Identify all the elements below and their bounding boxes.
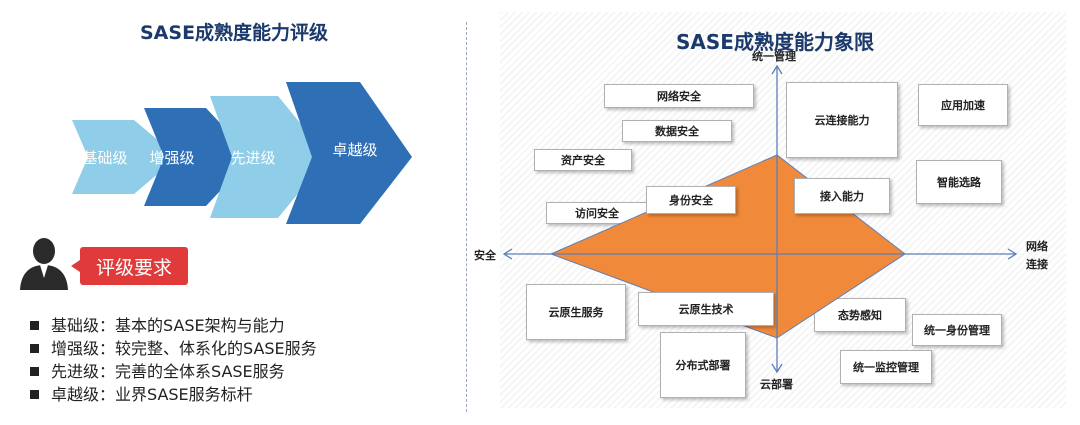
requirement-basic: 基础级：基本的SASE架构与能力 (30, 314, 317, 337)
capability-cloud-native-service: 云原生服务 (526, 284, 626, 340)
requirement-text: 增强级：较完整、体系化的SASE服务 (51, 339, 317, 358)
bullet-square-icon (30, 367, 39, 376)
requirement-enhanced: 增强级：较完整、体系化的SASE服务 (30, 337, 317, 360)
axis-arrow-up-icon (771, 64, 783, 75)
capability-distributed-deploy: 分布式部署 (660, 332, 746, 398)
bullet-square-icon (30, 344, 39, 353)
capability-cloud-connect: 云连接能力 (786, 82, 898, 158)
capability-unified-identity: 统一身份管理 (912, 314, 1002, 346)
level-excellent: 卓越级 (332, 140, 378, 159)
quadrant-title: SASE成熟度能力象限 (676, 30, 874, 54)
capability-asset-security: 资产安全 (534, 149, 632, 171)
requirements-list: 基础级：基本的SASE架构与能力 增强级：较完整、体系化的SASE服务 先进级：… (30, 314, 317, 406)
chevron-advanced-shape (210, 96, 328, 218)
capability-smart-routing: 智能选路 (916, 160, 1002, 204)
requirement-text: 卓越级：业界SASE服务标杆 (51, 385, 253, 404)
chevron-excellent-shape (286, 82, 412, 224)
capability-network-security: 网络安全 (604, 84, 754, 108)
capability-data-security: 数据安全 (622, 120, 732, 142)
capability-app-acceleration: 应用加速 (918, 84, 1008, 126)
capability-access-ability: 接入能力 (794, 178, 890, 214)
person-icon (20, 238, 68, 290)
capability-unified-monitoring: 统一监控管理 (840, 350, 932, 384)
rating-requirements-badge: 评级要求 (71, 247, 188, 285)
bullet-square-icon (30, 321, 39, 330)
axis-bottom-label: 云部署 (760, 378, 793, 391)
requirement-text: 先进级：完善的全体系SASE服务 (51, 362, 285, 381)
requirement-text: 基础级：基本的SASE架构与能力 (51, 316, 285, 335)
axis-right-label-line1: 网络 (1026, 240, 1048, 253)
axis-arrow-left-icon (502, 248, 513, 260)
axis-right-label-line2: 连接 (1026, 258, 1048, 271)
capability-cloud-native-tech: 云原生技术 (638, 292, 774, 326)
requirement-advanced: 先进级：完善的全体系SASE服务 (30, 360, 317, 383)
requirement-excellent: 卓越级：业界SASE服务标杆 (30, 383, 317, 406)
axis-left-label: 安全 (474, 249, 496, 262)
level-basic: 基础级 (82, 148, 128, 167)
axis-arrow-right-icon (1007, 248, 1018, 260)
capability-identity-security: 身份安全 (646, 186, 736, 214)
rating-title: SASE成熟度能力评级 (140, 22, 329, 44)
axis-top-label: 统一管理 (752, 50, 796, 63)
panel-divider (466, 22, 467, 412)
level-enhanced: 增强级 (149, 148, 195, 167)
bullet-square-icon (30, 390, 39, 399)
chevron-basic-shape (72, 120, 178, 194)
maturity-chevrons (72, 82, 412, 224)
axis-arrow-down-icon (771, 363, 783, 374)
level-advanced: 先进级 (230, 148, 276, 167)
